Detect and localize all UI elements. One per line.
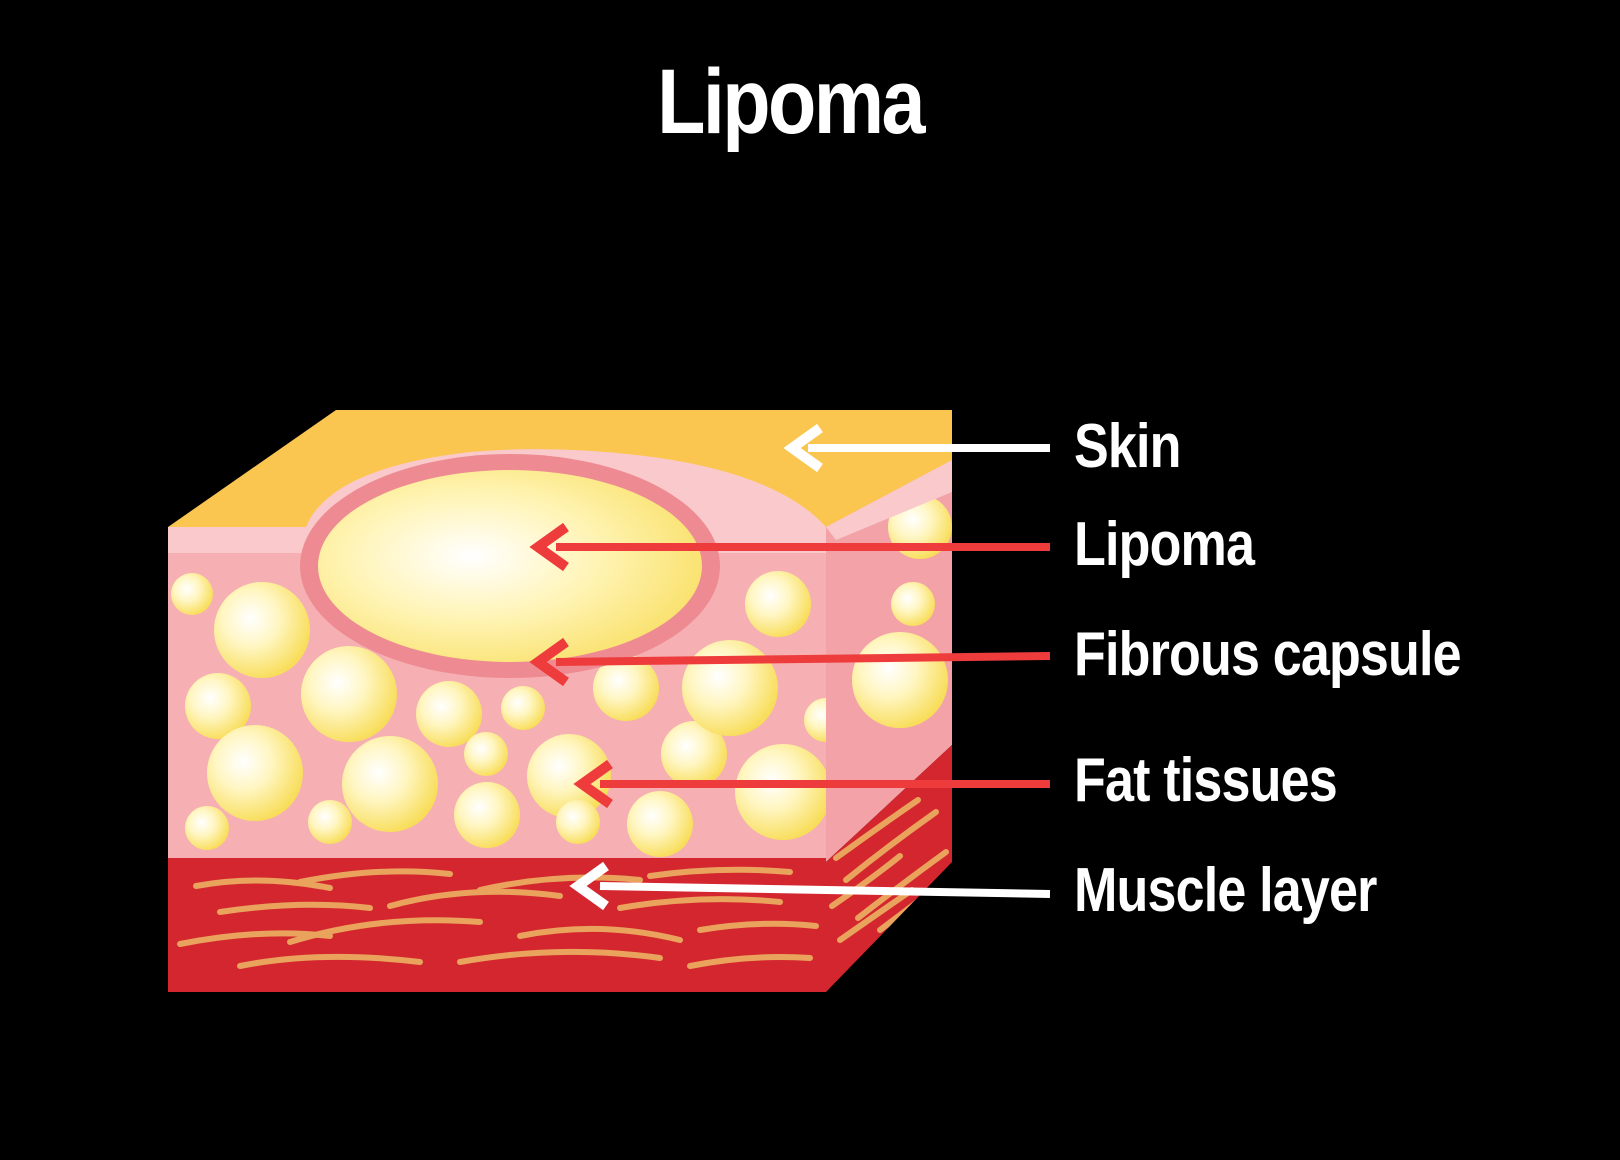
- fat-cell: [627, 791, 693, 857]
- fat-cell: [454, 782, 520, 848]
- fat-cell: [745, 571, 811, 637]
- label-muscle-layer: Muscle layer: [1074, 856, 1377, 925]
- fat-cell: [804, 698, 826, 742]
- fat-cell: [207, 725, 303, 821]
- fat-cell: [301, 646, 397, 742]
- label-lipoma: Lipoma: [1074, 510, 1255, 579]
- fat-cell: [661, 721, 727, 787]
- label-fat-tissues: Fat tissues: [1074, 746, 1338, 815]
- fat-cell: [501, 686, 545, 730]
- fat-cell: [185, 673, 251, 739]
- fat-cell: [416, 681, 482, 747]
- fat-cell: [891, 582, 935, 626]
- label-fibrous-capsule: Fibrous capsule: [1074, 620, 1462, 689]
- fat-cell: [527, 734, 611, 818]
- fat-cell: [171, 573, 213, 615]
- arrow-lipoma: [529, 522, 1050, 572]
- fat-cell: [593, 655, 659, 721]
- skin-edge-side: [826, 460, 952, 540]
- fat-cell: [185, 806, 229, 850]
- muscle-fibers-front: [177, 866, 819, 969]
- page-title: Lipoma: [657, 51, 925, 153]
- fat-cell: [556, 800, 600, 844]
- arrow-fibrous-capsule: [529, 637, 1051, 687]
- arrow-skin: [783, 423, 1050, 473]
- fat-cell: [852, 632, 948, 728]
- label-skin: Skin: [1074, 412, 1181, 481]
- arrow-fat-tissues: [573, 759, 1050, 809]
- fat-cell: [214, 582, 310, 678]
- fat-cell: [342, 736, 438, 832]
- arrow-muscle-layer: [569, 861, 1051, 911]
- lipoma-mass: [318, 470, 702, 662]
- fat-tissue-cells: [171, 571, 826, 857]
- fat-cell: [682, 640, 778, 736]
- fat-cell: [735, 744, 826, 840]
- fat-cell: [464, 732, 508, 776]
- fat-cell: [308, 800, 352, 844]
